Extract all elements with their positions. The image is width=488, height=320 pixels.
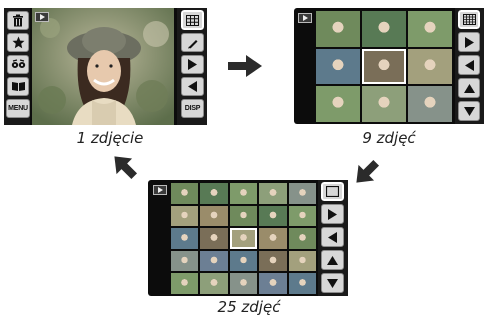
menu-button[interactable]: MENU	[6, 99, 30, 118]
star-icon	[12, 36, 24, 49]
up-button[interactable]	[321, 250, 344, 270]
photo-thumbnail[interactable]	[229, 250, 258, 272]
photo-thumbnail[interactable]	[408, 86, 452, 122]
photo-thumbnail[interactable]	[200, 205, 228, 227]
down-button[interactable]	[458, 101, 480, 121]
disp-button[interactable]: DISP	[181, 99, 204, 118]
caption-single: 1 zdjęcie	[76, 129, 144, 147]
right-arrow-connector	[228, 55, 262, 77]
left-button[interactable]	[458, 55, 480, 75]
grid-view-button[interactable]	[319, 180, 346, 203]
single-image-screen: MENU	[4, 8, 207, 125]
up-left-arrow-connector	[114, 156, 138, 180]
photo-thumbnail[interactable]	[362, 11, 406, 47]
photo-thumbnail[interactable]	[171, 228, 199, 249]
photo-thumbnail[interactable]	[316, 86, 360, 122]
right-button[interactable]	[321, 204, 344, 224]
previous-button[interactable]	[181, 77, 204, 96]
photo-thumbnail[interactable]	[259, 205, 287, 227]
left-arrow-icon	[328, 231, 337, 243]
photo-thumbnail[interactable]	[200, 250, 228, 272]
photo-thumbnail[interactable]	[362, 48, 406, 85]
photo-thumbnail[interactable]	[316, 11, 360, 47]
up-arrow-icon	[327, 255, 338, 265]
play-right-icon	[188, 59, 197, 70]
photo-thumbnail[interactable]	[288, 273, 316, 294]
photo-thumbnail[interactable]	[362, 86, 406, 122]
photo-thumbnail[interactable]	[288, 205, 316, 227]
up-arrow-icon	[463, 83, 475, 93]
delete-button[interactable]	[7, 11, 29, 30]
right-arrow-icon	[464, 36, 474, 48]
photo-thumbnail[interactable]	[259, 250, 287, 272]
photo-thumbnail[interactable]	[288, 250, 316, 272]
album-button[interactable]	[7, 77, 29, 96]
edit-button[interactable]	[181, 33, 204, 52]
photo-thumbnail[interactable]	[288, 228, 316, 249]
left-arrow-icon	[464, 59, 474, 71]
caption-nine: 9 zdjęć	[362, 129, 416, 147]
photo-thumbnail[interactable]	[171, 205, 199, 227]
twenty-five-image-screen	[148, 180, 348, 296]
up-button[interactable]	[458, 78, 480, 98]
thumbnail-grid-25	[171, 183, 316, 294]
nine-image-screen	[294, 8, 484, 124]
album-book-icon	[11, 82, 25, 91]
down-arrow-icon	[327, 278, 338, 288]
red-eye-button[interactable]	[7, 55, 29, 74]
photo-thumbnail[interactable]	[171, 250, 199, 272]
down-button[interactable]	[321, 273, 344, 293]
grid-view-button[interactable]	[179, 8, 206, 32]
grid-view-icon	[186, 14, 199, 26]
photo-thumbnail[interactable]	[200, 228, 228, 249]
caption-twenty-five: 25 zdjęć	[217, 298, 281, 316]
red-eye-icon	[11, 59, 25, 68]
main-photo	[32, 8, 174, 125]
photo-thumbnail[interactable]	[259, 183, 287, 204]
grid-view-button[interactable]	[456, 8, 482, 31]
photo-thumbnail[interactable]	[171, 273, 199, 294]
right-button[interactable]	[458, 32, 480, 52]
playback-indicator	[35, 12, 49, 22]
left-button[interactable]	[321, 227, 344, 247]
edit-pencil-icon	[187, 39, 197, 48]
grid-view-icon	[462, 14, 476, 25]
photo-thumbnail[interactable]	[259, 228, 287, 249]
playback-indicator	[153, 185, 167, 195]
photo-thumbnail[interactable]	[408, 11, 452, 47]
photo-thumbnail[interactable]	[171, 183, 199, 204]
photo-thumbnail[interactable]	[229, 183, 258, 204]
photo-thumbnail[interactable]	[200, 273, 228, 294]
trash-icon	[13, 14, 23, 27]
down-left-arrow-connector	[356, 159, 380, 183]
next-button[interactable]	[181, 55, 204, 74]
thumbnail-grid-9	[316, 11, 452, 122]
favorite-button[interactable]	[7, 33, 29, 52]
photo-thumbnail[interactable]	[229, 205, 258, 227]
photo-thumbnail[interactable]	[200, 183, 228, 204]
playback-indicator	[298, 13, 312, 23]
right-arrow-icon	[328, 208, 337, 220]
single-view-icon	[326, 186, 339, 197]
photo-thumbnail[interactable]	[408, 48, 452, 85]
down-arrow-icon	[463, 106, 475, 116]
photo-thumbnail[interactable]	[259, 273, 287, 294]
photo-thumbnail[interactable]	[288, 183, 316, 204]
photo-thumbnail[interactable]	[229, 228, 258, 249]
photo-thumbnail[interactable]	[229, 273, 258, 294]
photo-thumbnail[interactable]	[316, 48, 360, 85]
play-left-icon	[188, 81, 197, 92]
